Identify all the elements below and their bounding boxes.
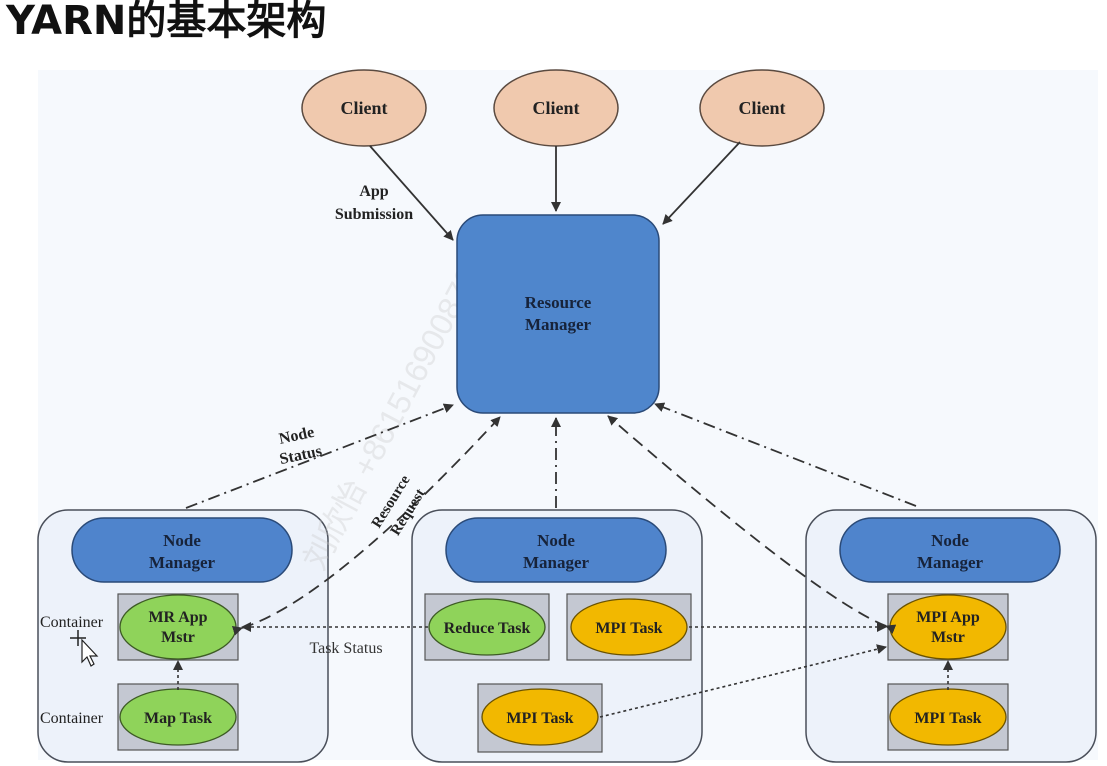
node-manager-middle: Node Manager (445, 517, 667, 583)
node-manager-line1: Node (163, 531, 201, 550)
arrow-client1-rm (369, 145, 454, 241)
mpi-task-label: MPI Task (914, 710, 981, 727)
mpi-task-label: MPI Task (595, 620, 662, 637)
mpi-app-line1: MPI App (916, 609, 980, 626)
mpi-task-label: MPI Task (506, 710, 573, 727)
arrow-task-status-mpi2 (599, 644, 887, 718)
arrow-client3-rm (662, 141, 741, 225)
mpi-app-master: MPI App Mstr (889, 594, 1007, 660)
arrow-resource-request-right (607, 415, 897, 634)
client-node-3: Client (699, 69, 825, 147)
node-manager-line2: Manager (149, 553, 216, 572)
page-title: YARN的基本架构 (6, 0, 327, 44)
map-task-label: Map Task (144, 710, 212, 727)
reduce-task: Reduce Task (428, 598, 546, 656)
reduce-task-label: Reduce Task (444, 620, 531, 637)
resource-manager-line2: Manager (525, 315, 592, 334)
map-task: Map Task (119, 688, 237, 746)
app-submission-line1: App (359, 183, 388, 200)
node-manager-right: Node Manager (839, 517, 1061, 583)
mpi-task-middle-2: MPI Task (481, 688, 599, 746)
task-status-label: Task Status (309, 640, 382, 657)
resource-manager-node: Resource Manager (456, 214, 660, 414)
container-label: Container (40, 710, 104, 727)
node-manager-left: Node Manager (71, 517, 293, 583)
client-label: Client (341, 98, 388, 118)
resource-manager-line1: Resource (525, 293, 592, 312)
mr-app-master: MR App Mstr (119, 594, 237, 660)
mr-app-line1: MR App (148, 609, 207, 626)
mr-app-line2: Mstr (161, 629, 195, 646)
mouse-cursor-icon (70, 630, 99, 667)
app-submission-line2: Submission (335, 206, 413, 223)
client-label: Client (739, 98, 786, 118)
client-label: Client (533, 98, 580, 118)
container-label: Container (40, 614, 104, 631)
mpi-app-line2: Mstr (931, 629, 965, 646)
node-manager-line1: Node (537, 531, 575, 550)
arrow-resource-request-left (231, 416, 501, 636)
client-node-1: Client (301, 69, 427, 147)
node-manager-line1: Node (931, 531, 969, 550)
mpi-task-middle-1: MPI Task (570, 598, 688, 656)
mpi-task-right: MPI Task (889, 688, 1007, 746)
node-manager-line2: Manager (917, 553, 984, 572)
node-manager-line2: Manager (523, 553, 590, 572)
client-node-2: Client (493, 69, 619, 147)
